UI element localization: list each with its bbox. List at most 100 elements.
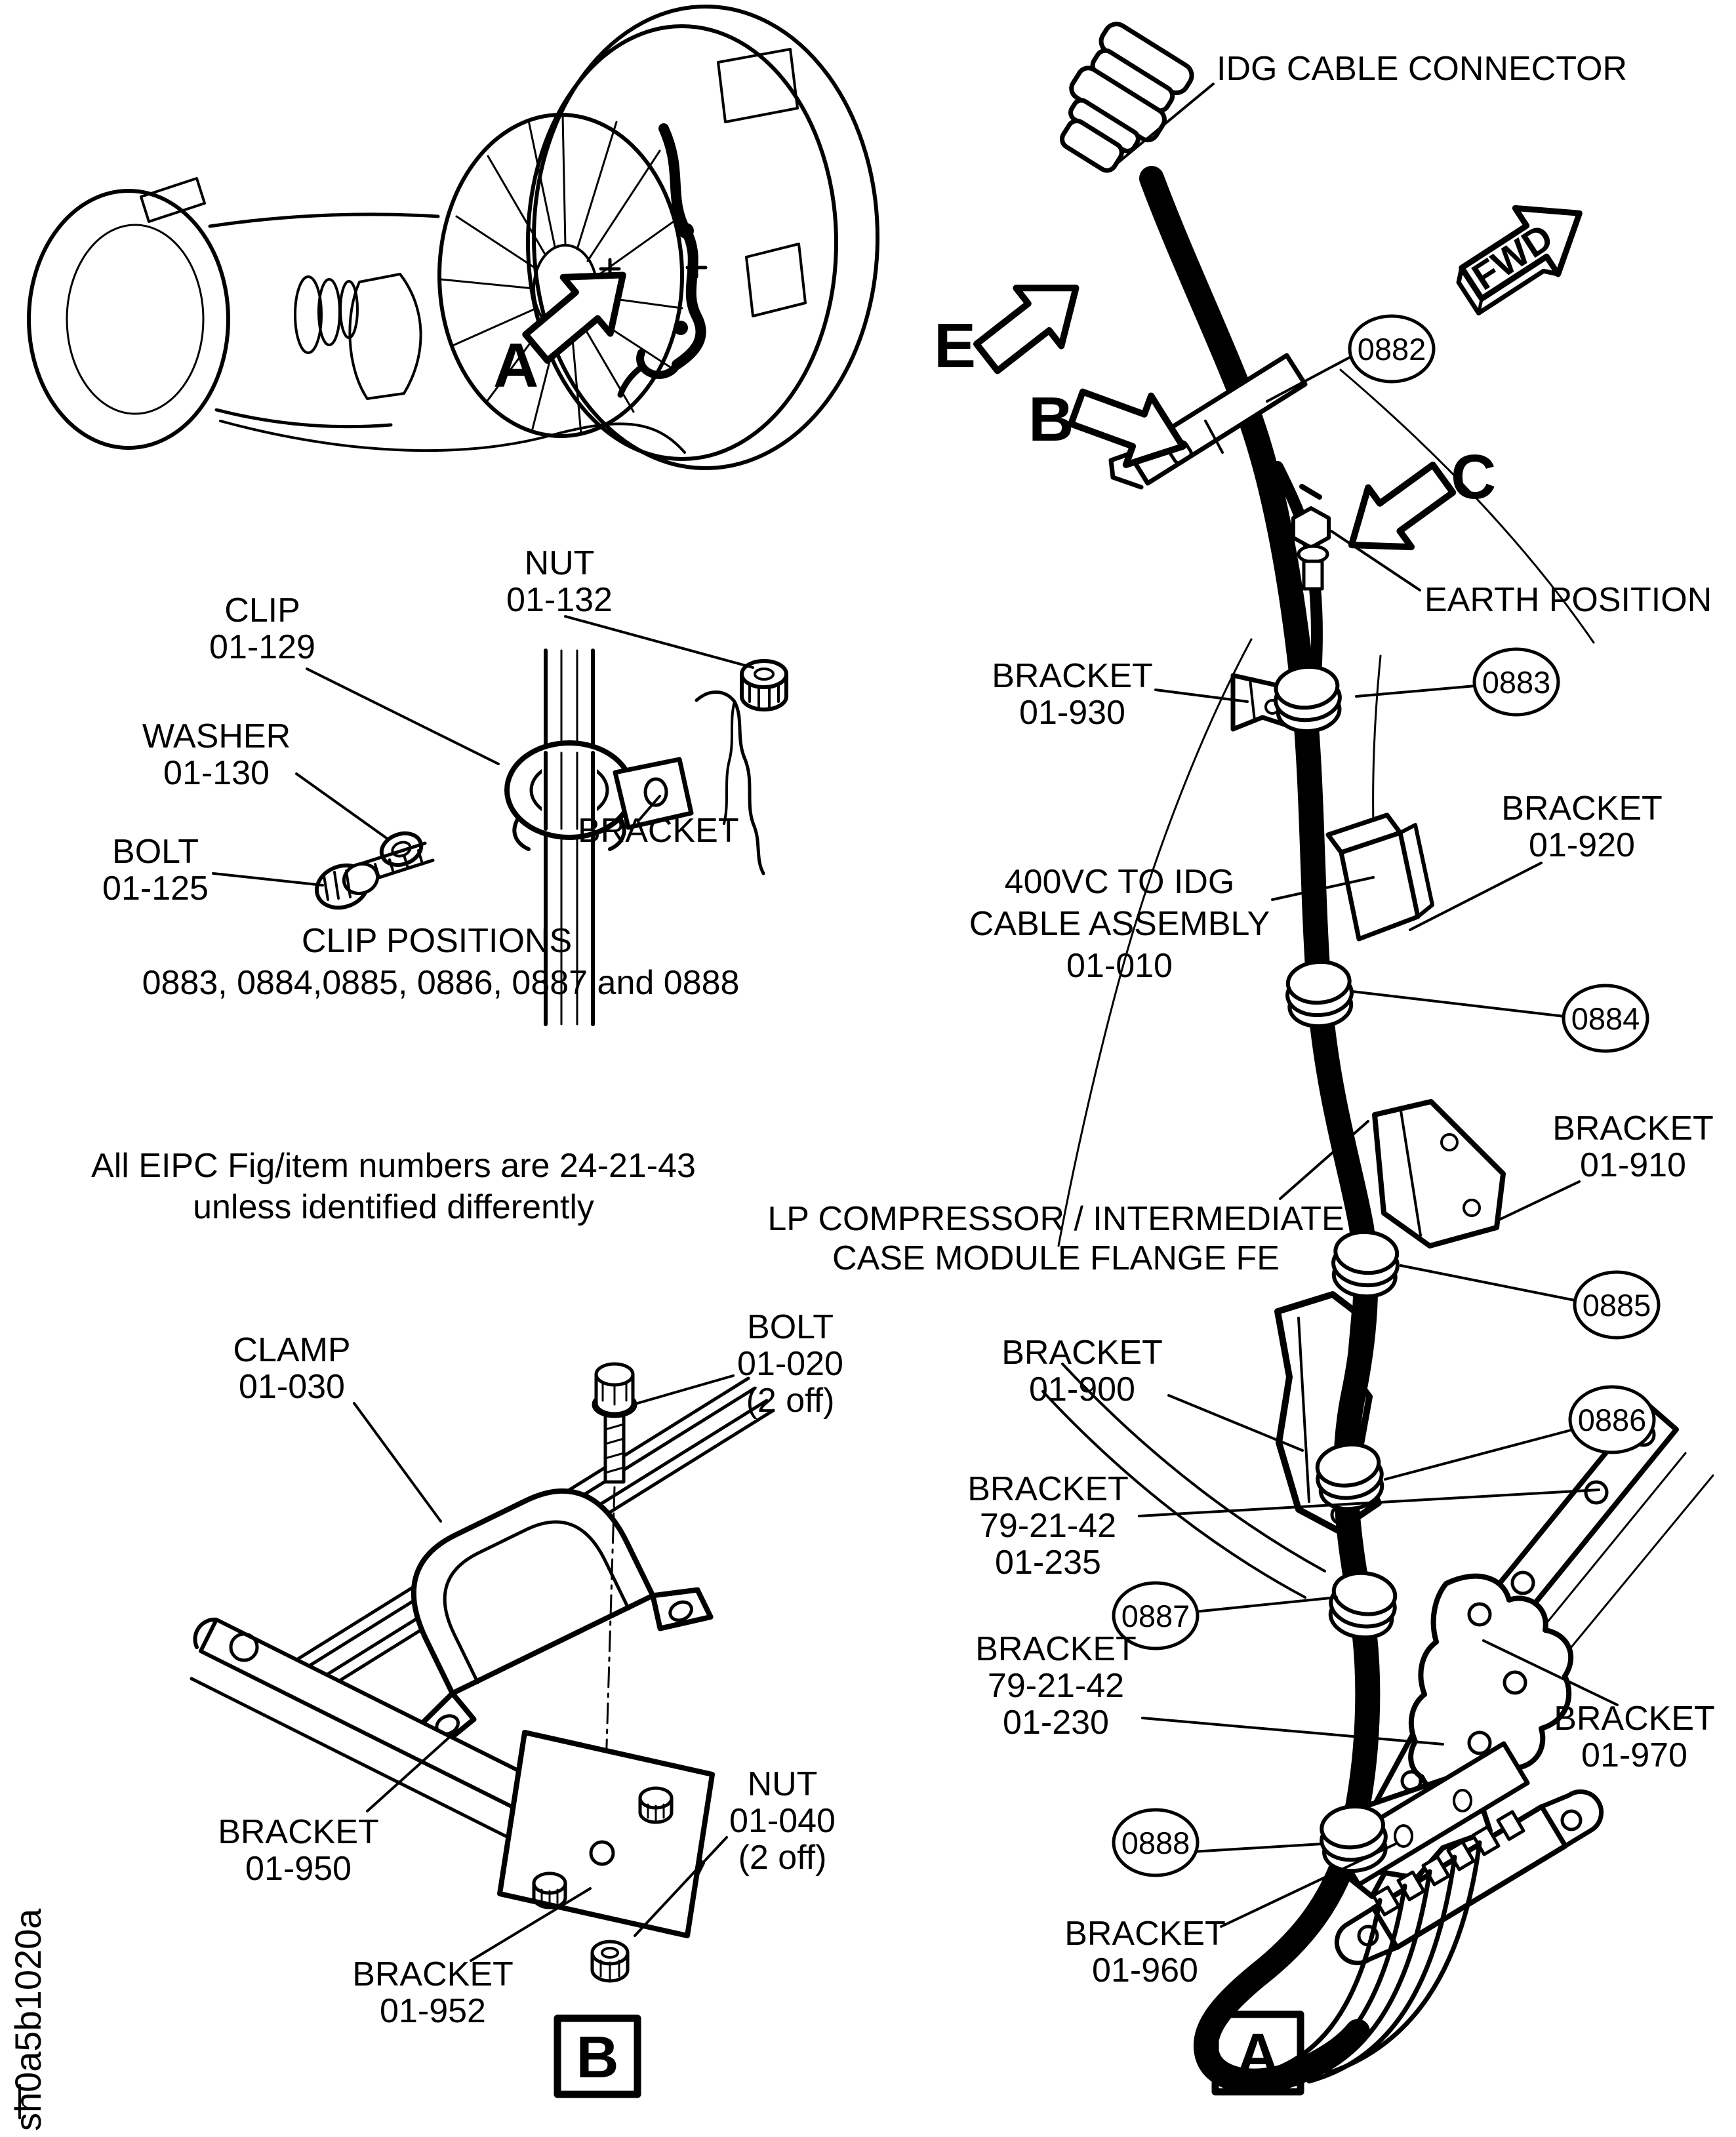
view-box-b-letter: B (576, 2025, 619, 2090)
label-nut-040-2: 01-040 (729, 1802, 836, 1840)
callout-0888-ellipse (1112, 1808, 1200, 1877)
callout-0883: 0883 (1482, 665, 1551, 700)
label-bracket-970-1: BRACKET (1554, 1700, 1715, 1738)
bracket-910-drawing (1372, 1099, 1506, 1248)
label-bracket-960-2: 01-960 (1092, 1951, 1198, 1989)
nut-132-drawing (740, 659, 788, 711)
clip-0887 (1327, 1569, 1400, 1642)
detail-c-letter: C (1451, 442, 1496, 512)
fwd-arrow: FWD (1456, 205, 1583, 316)
callout-0884: 0884 (1571, 1001, 1640, 1036)
label-bracket-952-1: BRACKET (352, 1955, 514, 1993)
label-nut-132-2: 01-132 (506, 581, 613, 619)
label-bracket-230-2: 79-21-42 (988, 1667, 1124, 1705)
label-nut-132-1: NUT (525, 544, 595, 582)
label-cable-assembly-1: 400VC TO IDG (1005, 863, 1235, 901)
label-bracket-950-1: BRACKET (218, 1813, 379, 1851)
label-bracket-930-2: 01-930 (1019, 694, 1125, 732)
label-clip-positions-title: CLIP POSITIONS (302, 922, 572, 960)
label-washer-130-1: WASHER (142, 717, 291, 755)
document-id: sh0a5b1020a (7, 1908, 49, 2131)
label-nut-040-3: (2 off) (738, 1839, 827, 1877)
callout-0886: 0886 (1578, 1403, 1647, 1437)
detail-a-letter: A (493, 330, 538, 401)
torn-bracket-edge (695, 690, 765, 875)
bolt-125-drawing (314, 841, 435, 910)
clip-bracket-tab (613, 757, 694, 830)
label-bracket-900-2: 01-900 (1029, 1370, 1135, 1408)
view-box-b-frame (554, 2014, 641, 2098)
idg-cable-connector-drawing (1059, 22, 1194, 173)
bracket-952-drawing (497, 1730, 715, 1938)
view-box-a-frame (1211, 2010, 1304, 2096)
callout-0887: 0887 (1121, 1599, 1190, 1633)
label-nut-040-1: NUT (748, 1765, 818, 1803)
callout-0886-ellipse (1568, 1385, 1656, 1454)
label-bolt-020-3: (2 off) (746, 1382, 835, 1420)
label-bracket-952-2: 01-952 (380, 1992, 486, 2030)
callout-0887-ellipse (1112, 1581, 1200, 1650)
engine-overview-illustration (27, 5, 879, 470)
label-bracket-235-1: BRACKET (967, 1470, 1129, 1508)
label-bracket-960-1: BRACKET (1064, 1915, 1226, 1953)
callout-0882-ellipse (1348, 314, 1436, 384)
label-bracket-970-2: 01-970 (1581, 1736, 1687, 1774)
clamp-drawing (411, 1488, 714, 1755)
view-box-a-letter: A (1237, 2022, 1280, 2088)
terminal-teeth (1371, 1810, 1525, 1917)
label-bracket-950-2: 01-950 (245, 1850, 352, 1888)
label-clamp-030-2: 01-030 (239, 1368, 345, 1406)
callout-balloons: 0882 0883 0884 0885 0886 0887 0888 (1112, 314, 1661, 1877)
detail-b-letter: B (1028, 384, 1074, 454)
callout-0885: 0885 (1583, 1288, 1651, 1323)
clip-0884 (1285, 960, 1354, 1029)
label-bracket-910-2: 01-910 (1580, 1146, 1686, 1184)
callout-0885-ellipse (1573, 1270, 1661, 1340)
label-bracket-920-2: 01-920 (1529, 826, 1635, 864)
label-clamp-030-1: CLAMP (233, 1331, 350, 1369)
label-bracket-920-1: BRACKET (1501, 789, 1663, 828)
labels: IDG CABLE CONNECTOR EARTH POSITION BRACK… (91, 50, 1715, 2030)
detail-c-arrow (1330, 449, 1464, 575)
label-cable-assembly-2: CABLE ASSEMBLY (969, 905, 1270, 943)
label-bolt-020-1: BOLT (747, 1308, 834, 1346)
label-bracket-900-1: BRACKET (1001, 1334, 1163, 1372)
note-line-2: unless identified differently (193, 1188, 594, 1226)
label-lp-flange-2: CASE MODULE FLANGE FE (832, 1239, 1280, 1277)
label-clip-positions-list: 0883, 0884,0885, 0886, 0887 and 0888 (142, 964, 740, 1002)
label-bolt-125-1: BOLT (112, 833, 199, 871)
callout-0882: 0882 (1358, 332, 1426, 367)
label-bolt-020-2: 01-020 (737, 1345, 843, 1383)
label-bracket-230-3: 01-230 (1003, 1704, 1109, 1742)
leader-lines (212, 83, 1619, 1962)
callout-0884-ellipse (1562, 984, 1649, 1053)
earth-position-fitting (1291, 484, 1331, 591)
view-boxes: A B (554, 2010, 1304, 2098)
label-bracket-235-3: 01-235 (995, 1544, 1101, 1582)
label-bracket-230-1: BRACKET (975, 1630, 1137, 1668)
nut-040-drawing (590, 1940, 630, 1983)
label-clip-129-2: 01-129 (209, 628, 315, 666)
label-idg-cable-connector: IDG CABLE CONNECTOR (1217, 50, 1627, 88)
label-washer-130-2: 01-130 (163, 754, 270, 792)
callout-0888: 0888 (1121, 1826, 1190, 1860)
callout-0883-ellipse (1472, 647, 1560, 717)
label-bracket-930-1: BRACKET (992, 657, 1153, 695)
label-cable-assembly-3: 01-010 (1066, 947, 1173, 985)
label-bolt-125-2: 01-125 (102, 869, 209, 908)
label-lp-flange-1: LP COMPRESSOR / INTERMEDIATE (767, 1200, 1344, 1238)
harness-illustration (1059, 22, 1679, 2085)
label-bracket-235-2: 79-21-42 (980, 1507, 1116, 1545)
clip-0883 (1273, 664, 1342, 734)
label-bracket-910-1: BRACKET (1552, 1109, 1714, 1148)
engine-cable-run (658, 123, 706, 370)
label-earth-position: EARTH POSITION (1424, 581, 1712, 619)
clip-detail-illustration (314, 649, 788, 1026)
detail-e-arrow (965, 259, 1099, 386)
clip-0885 (1331, 1230, 1400, 1299)
label-clip-129-1: CLIP (224, 591, 300, 629)
detail-e-letter: E (934, 311, 976, 381)
bracket-920-drawing (1325, 812, 1434, 942)
label-bracket-plain: BRACKET (578, 812, 739, 850)
